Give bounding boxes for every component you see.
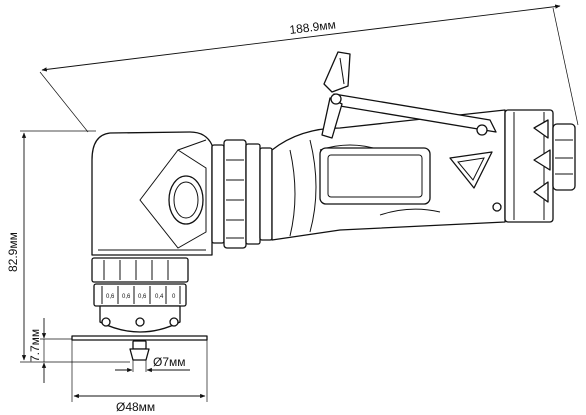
neck-collar-4 xyxy=(259,147,273,241)
pad-diameter-dimension: Ø48мм xyxy=(71,340,208,414)
spindle-bolt-left xyxy=(101,317,111,327)
grip-screw-icon xyxy=(492,202,502,212)
spindle-nut xyxy=(129,348,150,361)
speed-scale-4: 0,4 xyxy=(155,294,164,300)
speed-scale-5: 0 xyxy=(172,294,176,300)
speed-ring-ticks xyxy=(101,286,181,304)
grip-panel-inner xyxy=(327,154,423,198)
air-inlet-ridges xyxy=(555,139,573,175)
length-label: 188.9мм xyxy=(289,17,337,37)
grip-bottom-curve xyxy=(379,208,441,216)
head-bolt-boss-inner xyxy=(173,181,199,219)
head-bevel-edge-top xyxy=(177,139,207,151)
spindle-bolt-center xyxy=(135,317,145,327)
length-extension-left xyxy=(39,71,89,133)
speed-scale-1: 0,6 xyxy=(106,294,115,300)
grip-logo-triangle-inner xyxy=(457,157,485,181)
spindle-dimension: Ø7мм xyxy=(115,350,190,373)
lever-pivot xyxy=(330,93,342,105)
rear-spike-1 xyxy=(533,119,549,139)
neck-collar-ridges xyxy=(226,159,244,239)
air-inlet-fitting xyxy=(552,123,576,191)
pad-offset-label: 7.7мм xyxy=(28,329,42,362)
safety-latch-edge xyxy=(339,57,345,85)
rear-spike-3 xyxy=(533,181,549,203)
spindle-shaft xyxy=(132,340,147,350)
neck-collar-2 xyxy=(223,139,247,249)
lock-nut-ridges xyxy=(103,260,169,280)
spindle-label: Ø7мм xyxy=(153,355,186,369)
safety-latch xyxy=(323,51,351,93)
spindle-bolt-right xyxy=(169,317,179,327)
length-dimension: 188.9мм xyxy=(39,4,579,133)
angle-head-housing xyxy=(91,131,213,256)
neck-collar-3 xyxy=(245,143,261,245)
speed-scale-2: 0,6 xyxy=(122,294,131,300)
pad-diameter-label: Ø48мм xyxy=(116,400,155,414)
grinder-body: 0,6 0,6 0,6 0,4 0 xyxy=(71,51,576,361)
speed-scale-3: 0,6 xyxy=(138,294,147,300)
pad-offset-dimension: 7.7мм xyxy=(28,318,72,383)
neck-collar-1 xyxy=(211,144,225,244)
backing-pad xyxy=(71,335,208,341)
grip-contour-2 xyxy=(309,139,317,233)
grip-contour-1 xyxy=(289,149,296,237)
length-extension-right xyxy=(552,7,579,126)
height-label: 82.9мм xyxy=(6,232,20,272)
height-dimension: 82.9мм xyxy=(6,130,130,363)
grip-panel-outer xyxy=(319,147,431,205)
rear-spike-2 xyxy=(533,149,551,171)
head-lock-nut xyxy=(91,257,189,283)
length-dimension-line xyxy=(41,4,561,72)
lever-rear-pivot xyxy=(476,124,488,136)
head-bevel-face xyxy=(139,149,207,249)
grip-logo-triangle xyxy=(449,151,493,189)
